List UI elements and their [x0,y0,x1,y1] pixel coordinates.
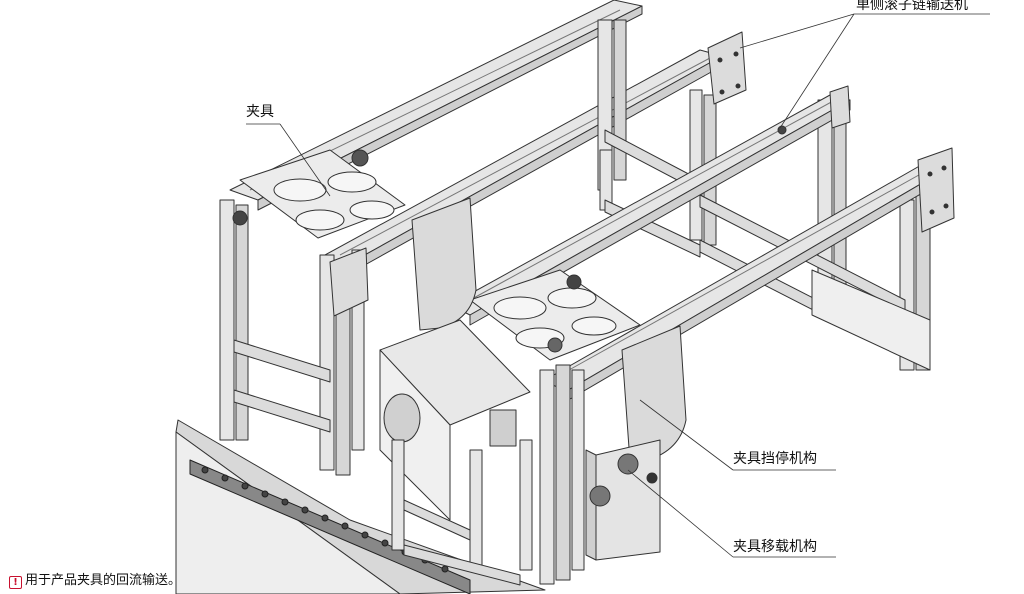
mounting-plates [329,31,955,317]
footnote-text: 用于产品夹具的回流输送。 [25,573,182,588]
label-fixture-stopper: 夹具挡停机构 [733,451,817,467]
left-fixture-box [239,149,406,239]
label-fixture-transfer: 夹具移载机构 [733,539,817,555]
right-fixture-box [469,269,641,361]
exclamation-icon: ! [9,576,22,589]
footnote: !用于产品夹具的回流输送。 [9,573,181,589]
back-left-conveyor-rails [229,0,723,277]
chain-sprockets [232,125,787,290]
leader-lines [246,13,990,558]
label-fixture: 夹具 [246,104,274,120]
transfer-gearbox [585,439,661,561]
label-single-side-roller-chain-conveyor: 单侧滚子链输送机 [856,0,968,13]
stopper-brackets [411,197,687,463]
transfer-unit [379,319,533,586]
roller-chain [189,459,471,594]
front-vertical-posts [539,364,585,585]
